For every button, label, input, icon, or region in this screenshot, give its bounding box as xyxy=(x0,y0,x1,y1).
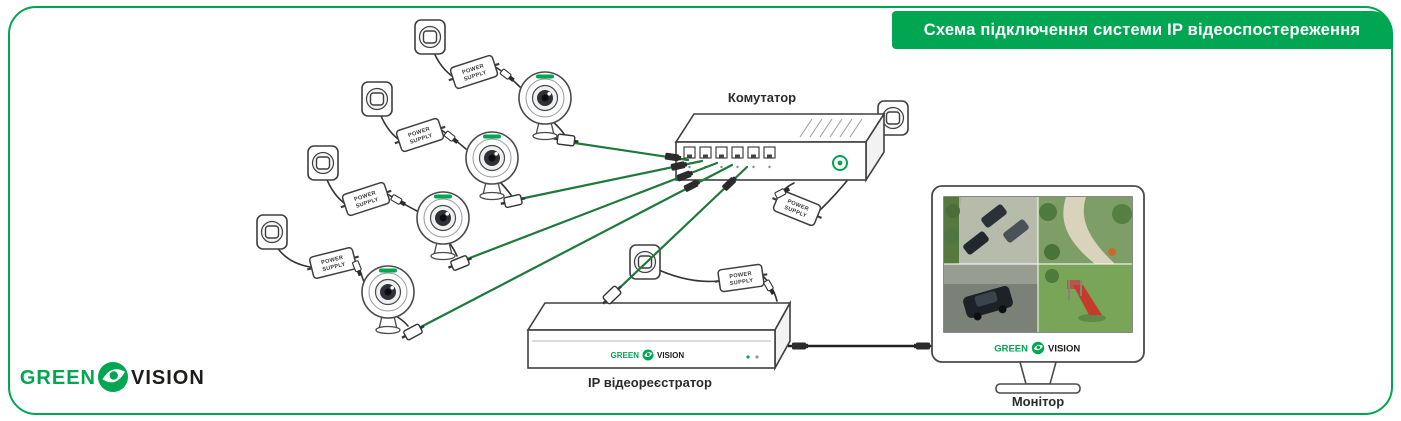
recorder-led xyxy=(746,355,750,359)
ip-dome-camera-3 xyxy=(416,191,470,261)
network-switch xyxy=(674,111,886,183)
monitor-label: Монітор xyxy=(1012,394,1064,409)
camera-view-parking xyxy=(944,197,1038,264)
power-cord-6 xyxy=(651,266,719,283)
wall-outlet-1 xyxy=(414,19,446,55)
plug-icon xyxy=(315,156,331,170)
wall-outlet-2 xyxy=(361,81,393,117)
plug-icon xyxy=(264,225,280,239)
video-connector-icon xyxy=(792,342,808,350)
dc-connector-icon xyxy=(390,193,408,208)
switch-leds xyxy=(688,165,771,169)
svg-text:VISION: VISION xyxy=(1048,344,1080,355)
ip-dome-camera-1 xyxy=(518,71,572,141)
svg-text:GREEN: GREEN xyxy=(994,344,1028,355)
svg-text:POWER: POWER xyxy=(321,255,344,266)
greenvision-icon xyxy=(98,362,128,392)
ethernet-cable-camera-2 xyxy=(513,159,704,202)
svg-text:SUPPLY: SUPPLY xyxy=(322,262,346,274)
camera-view-playground xyxy=(1038,264,1132,332)
video-connector-icon xyxy=(914,342,930,350)
wall-outlet-4 xyxy=(256,214,288,250)
monitor: GREEN VISION xyxy=(931,185,1145,394)
switch-ports xyxy=(683,146,776,159)
dc-connector-icon xyxy=(762,279,777,297)
svg-text:VISION: VISION xyxy=(657,351,684,360)
svg-text:GREEN: GREEN xyxy=(20,367,96,389)
camera-view-garden xyxy=(1038,197,1132,264)
recorder-led xyxy=(755,355,759,359)
title-banner: Схема підключення системи IP відеоспосте… xyxy=(892,11,1392,49)
banner-title: Схема підключення системи IP відеоспосте… xyxy=(923,20,1361,39)
switch-label: Комутатор xyxy=(728,90,796,105)
greenvision-icon xyxy=(1031,341,1045,355)
svg-text:GREEN: GREEN xyxy=(611,351,640,360)
camera-pigtail-4 xyxy=(395,315,409,327)
wall-outlet-3 xyxy=(307,145,339,181)
recorder-brand-logo: GREEN VISION xyxy=(611,349,684,361)
plug-icon xyxy=(637,255,653,269)
ip-dome-camera-2 xyxy=(465,131,519,201)
recorder-label: IP відеореєстратор xyxy=(588,375,712,390)
dc-connector-icon xyxy=(499,68,516,84)
greenvision-icon xyxy=(642,349,654,361)
dc-connector-icon xyxy=(443,130,460,146)
greenvision-logo: GREEN VISION xyxy=(20,362,205,392)
switch-vents xyxy=(799,118,863,138)
svg-text:SUPPLY: SUPPLY xyxy=(729,278,753,287)
ethernet-cable-camera-3 xyxy=(460,161,719,263)
svg-text:POWER: POWER xyxy=(729,271,752,280)
page-border xyxy=(8,6,1393,415)
plug-icon xyxy=(422,30,438,44)
switch-brand-icon xyxy=(832,155,848,171)
plug-icon xyxy=(369,92,385,106)
camera-view-driveway xyxy=(944,264,1038,332)
plug-icon xyxy=(885,111,901,125)
rj45-coupler-4 xyxy=(398,320,428,344)
svg-text:VISION: VISION xyxy=(131,367,205,389)
monitor-stand xyxy=(1018,361,1058,385)
monitor-base xyxy=(995,383,1081,394)
monitor-brand-logo: GREEN VISION xyxy=(994,341,1080,355)
ethernet-cable-camera-4 xyxy=(413,163,734,332)
ip-recorder: GREEN VISION xyxy=(526,299,792,372)
